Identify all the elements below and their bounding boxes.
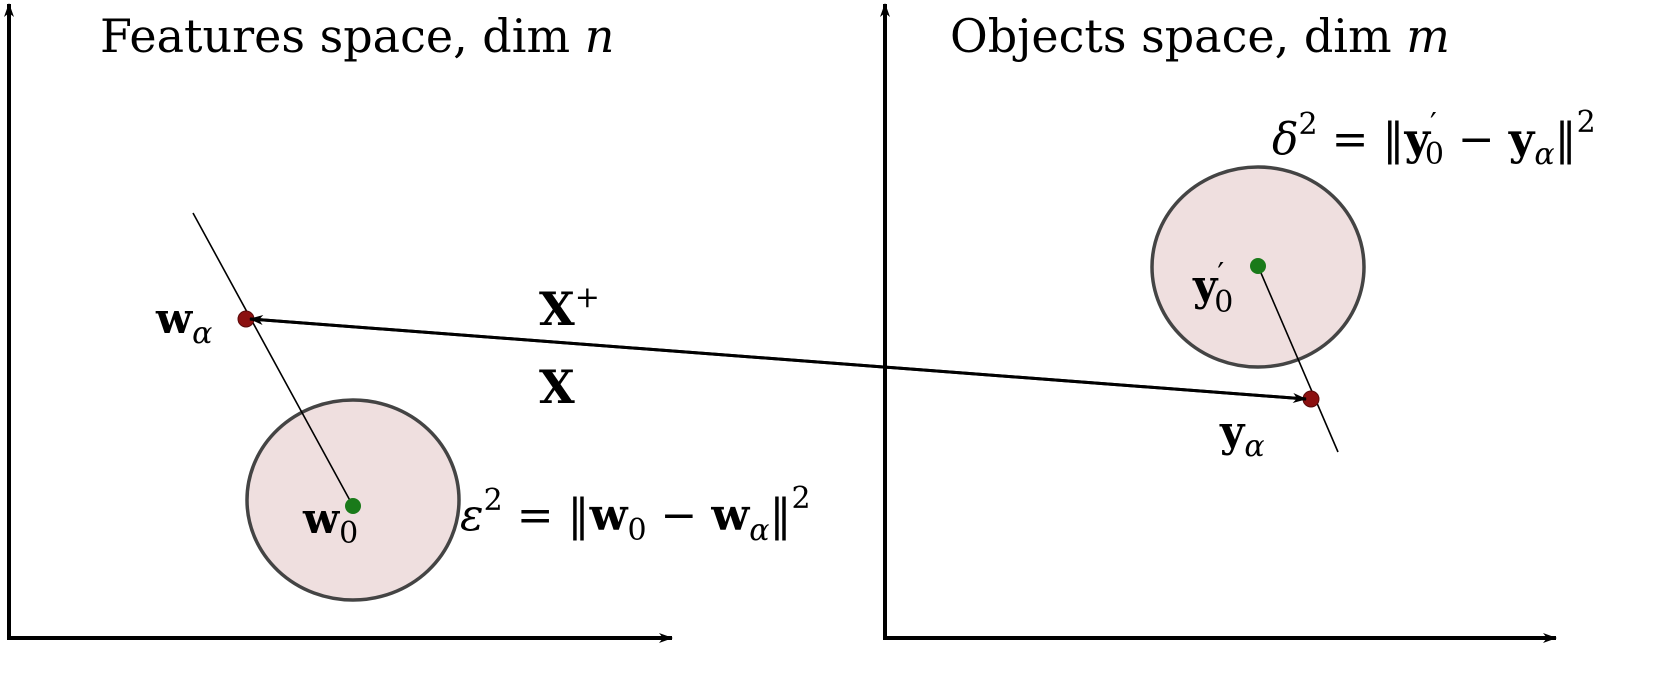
inverse-map-arrow (249, 314, 1307, 401)
left-panel: Features space, dim n wα w0 ε2 = ‖w0 − w… (3, 3, 811, 643)
mapping: X+ X (249, 280, 1307, 414)
y-alpha-line (1257, 265, 1339, 453)
right-panel: Objects space, dim m δ2 = ‖y′0 − yα‖2 y′… (880, 3, 1596, 643)
w-zero-label: w0 (302, 494, 358, 551)
y-zero-point (1250, 258, 1266, 274)
delta-equation: δ2 = ‖y′0 − yα‖2 (1272, 105, 1596, 172)
forward-map-label: X (539, 360, 575, 414)
w-alpha-line (192, 212, 354, 507)
y-alpha-label: yα (1219, 407, 1265, 464)
y-zero-label: y′0 (1192, 257, 1233, 320)
w-zero-point (345, 498, 361, 514)
w-alpha-label: wα (155, 294, 212, 351)
right-panel-title: Objects space, dim m (950, 9, 1450, 63)
left-panel-title: Features space, dim n (100, 9, 614, 63)
inverse-map-label: X+ (539, 280, 600, 336)
epsilon-equation: ε2 = ‖w0 − wα‖2 (460, 481, 811, 548)
